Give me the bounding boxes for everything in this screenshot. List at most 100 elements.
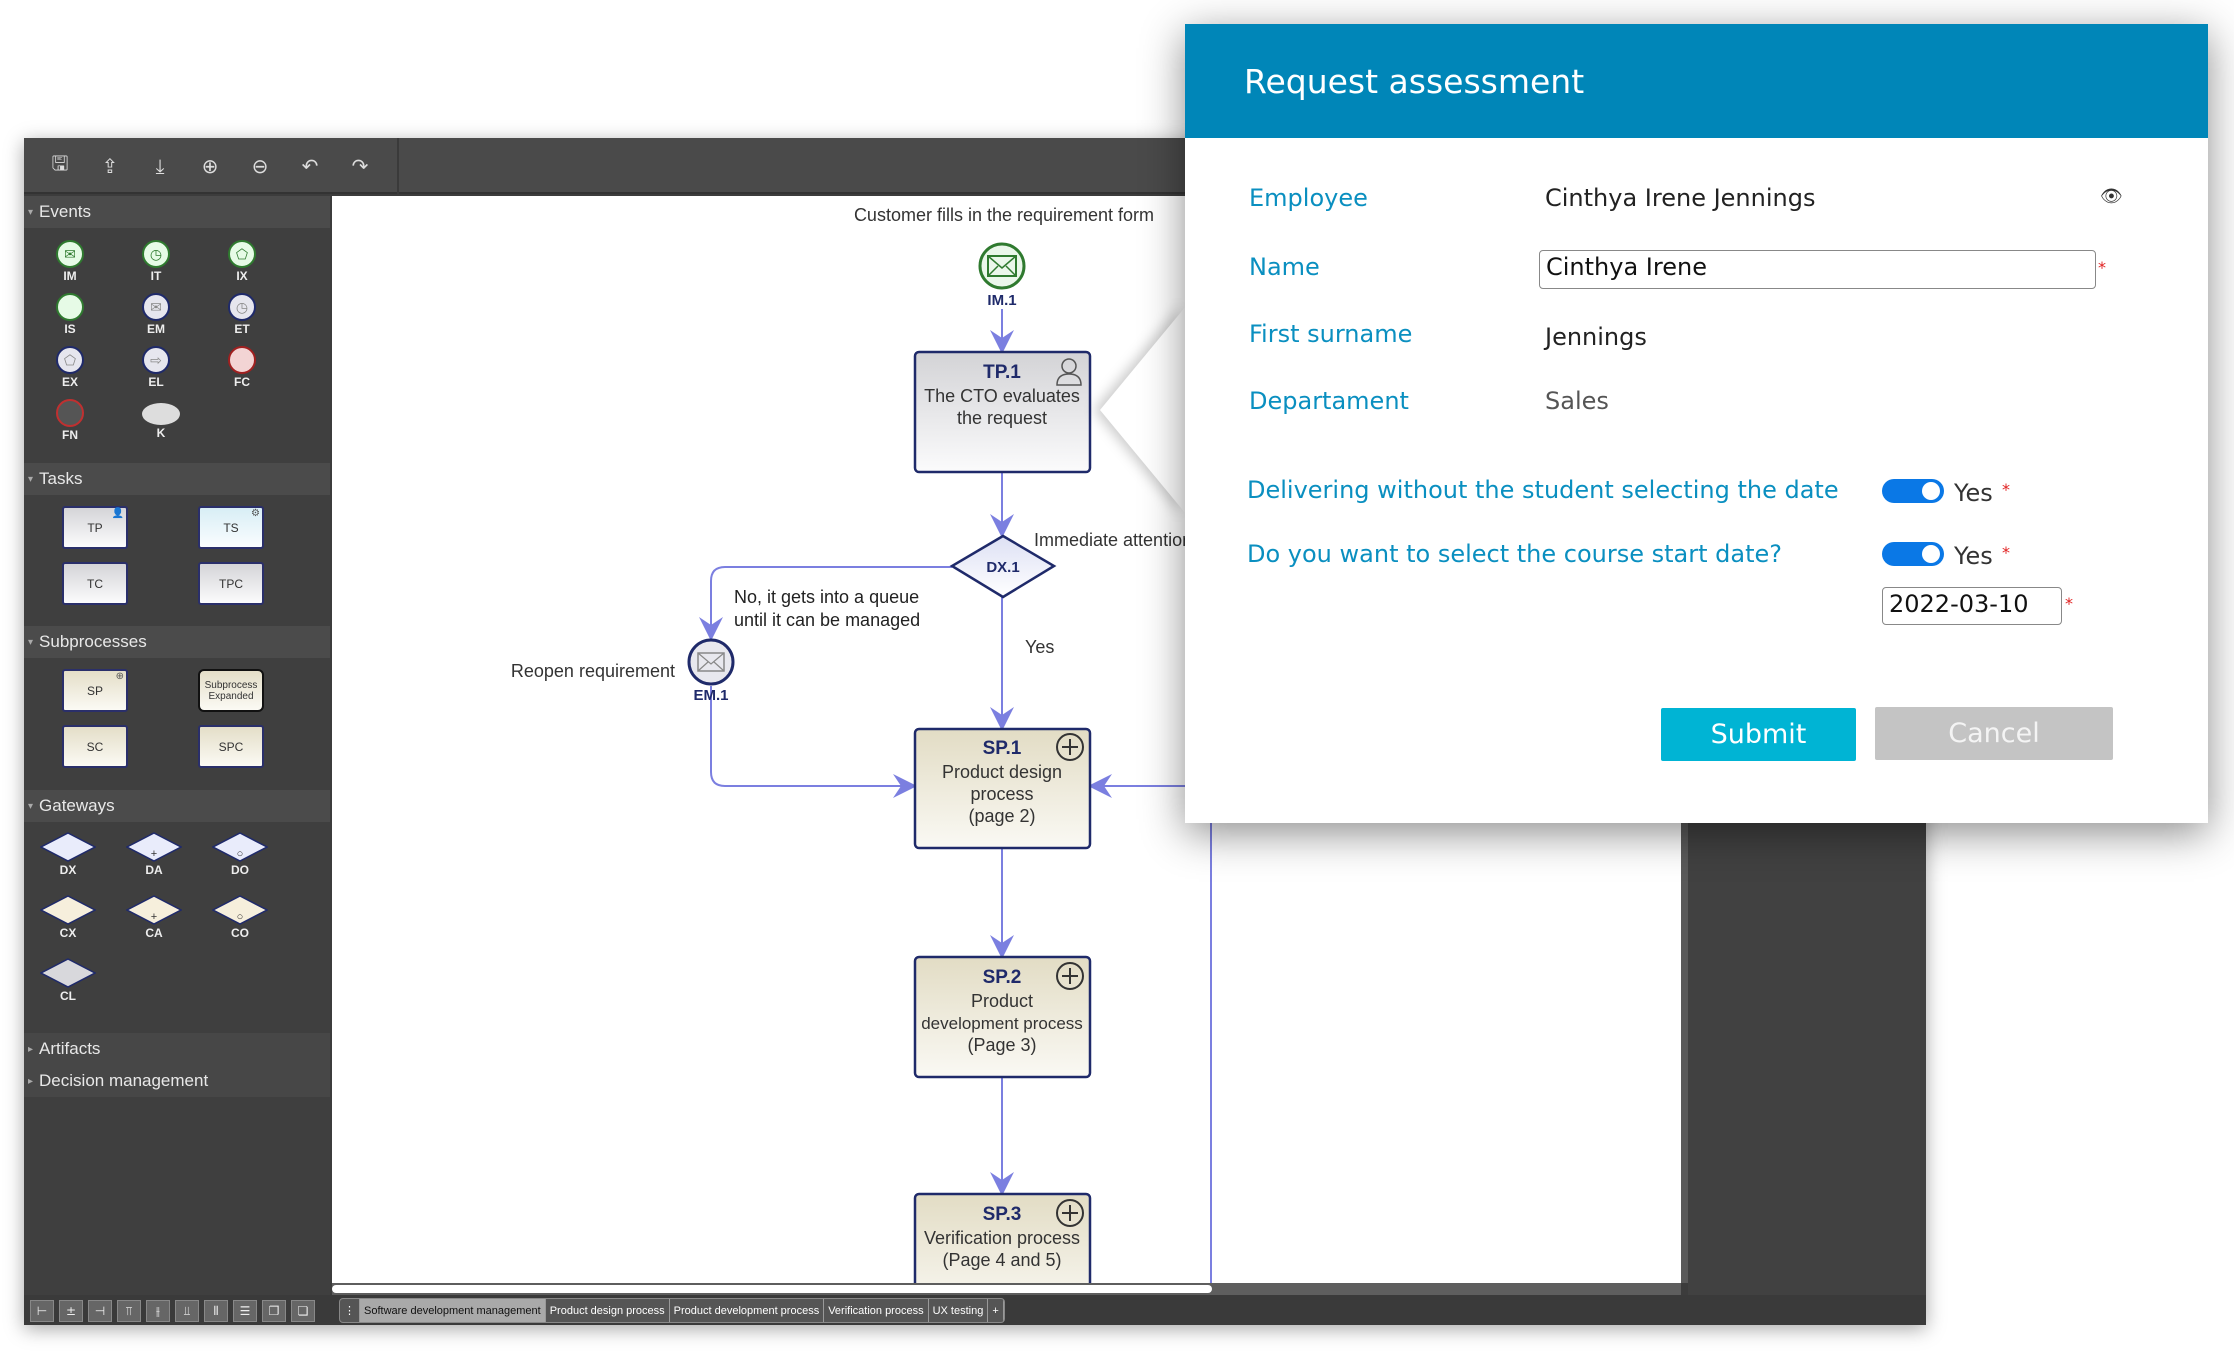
bring-front-icon[interactable]: ❐ — [262, 1300, 286, 1322]
submit-button[interactable]: Submit — [1661, 708, 1856, 761]
cancel-button[interactable]: Cancel — [1875, 707, 2113, 760]
send-back-icon[interactable]: ❏ — [291, 1300, 315, 1322]
palette-item-do[interactable]: ○DO — [211, 832, 269, 877]
svg-text:○: ○ — [237, 848, 244, 860]
tab-software-development-management[interactable]: Software development management — [360, 1299, 546, 1322]
svg-text:TP.1: TP.1 — [983, 362, 1021, 383]
palette-item-is[interactable]: IS — [56, 293, 84, 336]
svg-text:Product design: Product design — [942, 762, 1062, 782]
palette-item-dx[interactable]: DX — [39, 832, 97, 877]
svg-text:SP.2: SP.2 — [983, 967, 1022, 988]
palette-item-fc[interactable]: FC — [228, 346, 256, 389]
zoom-in-icon[interactable]: ⊕ — [201, 154, 219, 178]
palette-item-et[interactable]: ◷ET — [228, 293, 256, 336]
palette-item-em[interactable]: ✉EM — [142, 293, 170, 336]
download-icon[interactable]: ⤓ — [155, 154, 165, 178]
palette-item-cx[interactable]: CX — [39, 895, 97, 940]
svg-text:SP.1: SP.1 — [983, 738, 1022, 759]
undo-icon[interactable]: ↶ — [301, 154, 319, 178]
section-header-gateways[interactable]: ▾Gateways — [24, 790, 330, 822]
envelope-icon — [987, 255, 1017, 277]
zoom-out-icon[interactable]: ⊖ — [251, 154, 269, 178]
tab-product-development-process[interactable]: Product development process — [670, 1299, 825, 1322]
section-header-subprocesses[interactable]: ▾Subprocesses — [24, 626, 330, 658]
svg-text:○: ○ — [237, 911, 244, 923]
item-code: EX — [61, 375, 78, 389]
user-icon — [1056, 358, 1082, 386]
svg-text:process: process — [970, 784, 1033, 804]
exclusive-gateway-dx1[interactable]: DX.1 — [949, 534, 1057, 599]
palette-item-fn[interactable]: FN — [56, 399, 84, 442]
marker-icon: ⊕ — [115, 671, 124, 682]
spacing-icon[interactable]: ☰ — [233, 1300, 257, 1322]
svg-text:development process: development process — [921, 1014, 1083, 1033]
palette-item-sp[interactable]: SP⊕ — [62, 669, 128, 712]
item-code: EL — [148, 375, 164, 389]
q2-toggle[interactable] — [1882, 542, 1944, 566]
message-event-em1[interactable]: EM.1 — [687, 638, 735, 704]
scroll-thumb[interactable] — [332, 1285, 1212, 1293]
section-header-decision-management[interactable]: ▸Decision management — [24, 1065, 330, 1097]
palette-item-subprocess-expanded[interactable]: Subprocess Expanded — [198, 669, 264, 712]
align-left-icon[interactable]: ⊢ — [30, 1300, 54, 1322]
palette-item-im[interactable]: ✉IM — [56, 240, 84, 283]
gateway-icon: + — [125, 832, 183, 862]
section-header-tasks[interactable]: ▾Tasks — [24, 463, 330, 495]
event-icon: ◷ — [228, 293, 256, 321]
palette-item-ts[interactable]: TS⚙ — [198, 506, 264, 549]
save-icon[interactable]: 🖫 — [51, 151, 69, 175]
q1-toggle[interactable] — [1882, 479, 1944, 503]
palette-item-sc[interactable]: SC — [62, 725, 128, 768]
horizontal-scrollbar[interactable] — [332, 1283, 1681, 1295]
palette-item-tc[interactable]: TC — [62, 562, 128, 605]
start-message-event-im1[interactable]: IM.1 — [978, 242, 1026, 309]
svg-text:Product: Product — [971, 991, 1033, 1011]
tab-menu-button[interactable]: ⋮ — [340, 1299, 360, 1322]
redo-icon[interactable]: ↷ — [351, 154, 369, 178]
section-header-events[interactable]: ▾Events — [24, 196, 330, 228]
svg-text:(Page 3): (Page 3) — [967, 1035, 1036, 1055]
palette-item-tp[interactable]: TP👤 — [62, 506, 128, 549]
dialog-pointer — [1100, 306, 1186, 514]
tab-product-design-process[interactable]: Product design process — [546, 1299, 670, 1322]
item-code: TC — [87, 576, 103, 591]
task-tp1[interactable]: TP.1 The CTO evaluates the request — [913, 350, 1092, 474]
subprocess-sp3[interactable]: SP.3 Verification process (Page 4 and 5) — [913, 1192, 1092, 1316]
palette-item-k[interactable]: K — [142, 399, 180, 440]
item-code: CO — [231, 926, 249, 940]
expand-plus-icon — [1056, 962, 1084, 990]
palette-item-ex[interactable]: ⬠EX — [56, 346, 84, 389]
surname-label: First surname — [1249, 320, 1413, 348]
palette-item-ca[interactable]: +CA — [125, 895, 183, 940]
align-bottom-icon[interactable]: ⫫ — [175, 1300, 199, 1322]
svg-text:The CTO evaluates: The CTO evaluates — [924, 386, 1080, 406]
palette-item-el[interactable]: ⇨EL — [142, 346, 170, 389]
palette-item-da[interactable]: +DA — [125, 832, 183, 877]
palette-item-tpc[interactable]: TPC — [198, 562, 264, 605]
svg-text:DX.1: DX.1 — [986, 559, 1019, 576]
tab-ux-testing[interactable]: UX testing — [929, 1299, 989, 1322]
align-top-icon[interactable]: ⫪ — [117, 1300, 141, 1322]
palette-item-co[interactable]: ○ CO — [211, 895, 269, 940]
event-icon — [56, 399, 84, 427]
distribute-icon[interactable]: ⦀ — [204, 1300, 228, 1322]
section-title: Decision management — [39, 1071, 209, 1090]
event-icon: ⇨ — [142, 346, 170, 374]
align-right-icon[interactable]: ⊣ — [88, 1300, 112, 1322]
request-assessment-dialog: Request assessment Employee Cinthya Iren… — [1185, 24, 2208, 823]
align-middle-icon[interactable]: ⫲ — [146, 1300, 170, 1322]
palette-item-cl[interactable]: CL — [39, 958, 97, 1003]
subprocess-sp2[interactable]: SP.2 Product development process (Page 3… — [913, 955, 1092, 1079]
palette-item-it[interactable]: ◷IT — [142, 240, 170, 283]
tab-verification-process[interactable]: Verification process — [824, 1299, 929, 1322]
palette-item-ix[interactable]: ⬠IX — [228, 240, 256, 283]
palette-item-spc[interactable]: SPC — [198, 725, 264, 768]
align-center-icon[interactable]: ± — [59, 1300, 83, 1322]
section-header-artifacts[interactable]: ▸Artifacts — [24, 1033, 330, 1065]
subprocess-sp1[interactable]: SP.1 Product design process (page 2) — [913, 727, 1092, 850]
course-start-date-input[interactable]: 2022-03-10 — [1882, 587, 2062, 625]
export-icon[interactable]: ⇪ — [101, 154, 119, 178]
add-tab-button[interactable]: + — [988, 1299, 1004, 1322]
name-input[interactable]: Cinthya Irene — [1539, 250, 2096, 289]
eye-icon[interactable]: 👁 — [2100, 186, 2123, 207]
